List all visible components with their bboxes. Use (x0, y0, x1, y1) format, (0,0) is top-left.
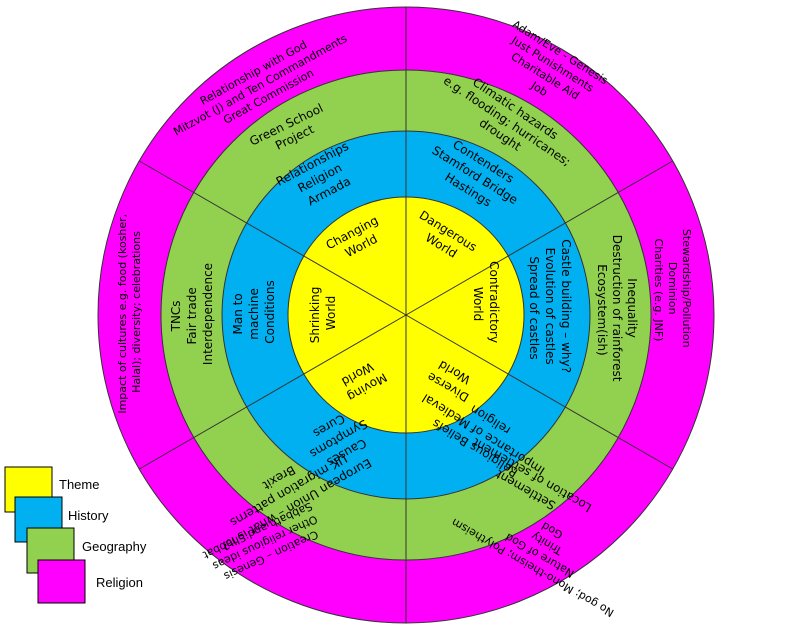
text-line: Man to (231, 293, 245, 334)
legend-label-religion: Religion (96, 575, 143, 590)
text-line: Fair trade (185, 287, 199, 344)
text-line: Spread of castles (527, 256, 541, 359)
theme-text-shrinking-world: Shrinking World (308, 283, 338, 343)
legend-swatch-religion (37, 559, 86, 604)
legend: Theme History Geography Religion (4, 466, 147, 604)
text-line: Stewardship/Pollution (680, 229, 693, 348)
legend-label-theme: Theme (59, 477, 99, 492)
theme-text-contradictory-world: Contradictory World (471, 261, 501, 347)
sector-divider-3 (405, 314, 673, 470)
sector-divider-6 (139, 160, 407, 316)
religion-text-right: Stewardship/Pollution Dominion Charities… (652, 229, 693, 351)
text-line: World (324, 296, 338, 330)
legend-label-geography: Geography (82, 539, 147, 554)
religion-text-left: Impact of cultures e.g. food (kosher, Ha… (116, 210, 143, 413)
text-line: machine (247, 288, 261, 340)
text-line: Charities (e.g. JNF) (652, 239, 665, 342)
text-line: Inequality (625, 278, 639, 338)
text-line: Contradictory (487, 261, 501, 343)
text-line: Dominion (666, 262, 679, 315)
geography-text-left: TNCs Fair trade Interdependence (169, 263, 215, 365)
text-line: Shrinking (308, 287, 322, 344)
history-text-left: Man to machine Conditions (231, 280, 277, 344)
text-line: Evolution of castles (543, 248, 557, 365)
text-line: Castle building – why? (559, 239, 573, 373)
text-line: Impact of cultures e.g. food (kosher, (116, 214, 129, 414)
text-line: Destruction of rainforest (610, 235, 624, 382)
text-line: Interdependence (201, 263, 215, 365)
text-line: Halal); diversity; celebrations (130, 231, 143, 393)
sector-divider-5 (139, 314, 407, 470)
text-line: World (471, 287, 485, 321)
sector-dividers (139, 7, 673, 623)
history-text-right: Castle building – why? Evolution of cast… (527, 239, 573, 377)
text-line: Ecosystem(ish) (595, 264, 609, 355)
text-line: TNCs (169, 300, 183, 332)
legend-label-history: History (68, 508, 109, 523)
geography-text-right: Inequality Destruction of rainforest Eco… (595, 235, 639, 386)
sector-divider-2 (405, 160, 673, 316)
text-line: Conditions (263, 280, 277, 344)
